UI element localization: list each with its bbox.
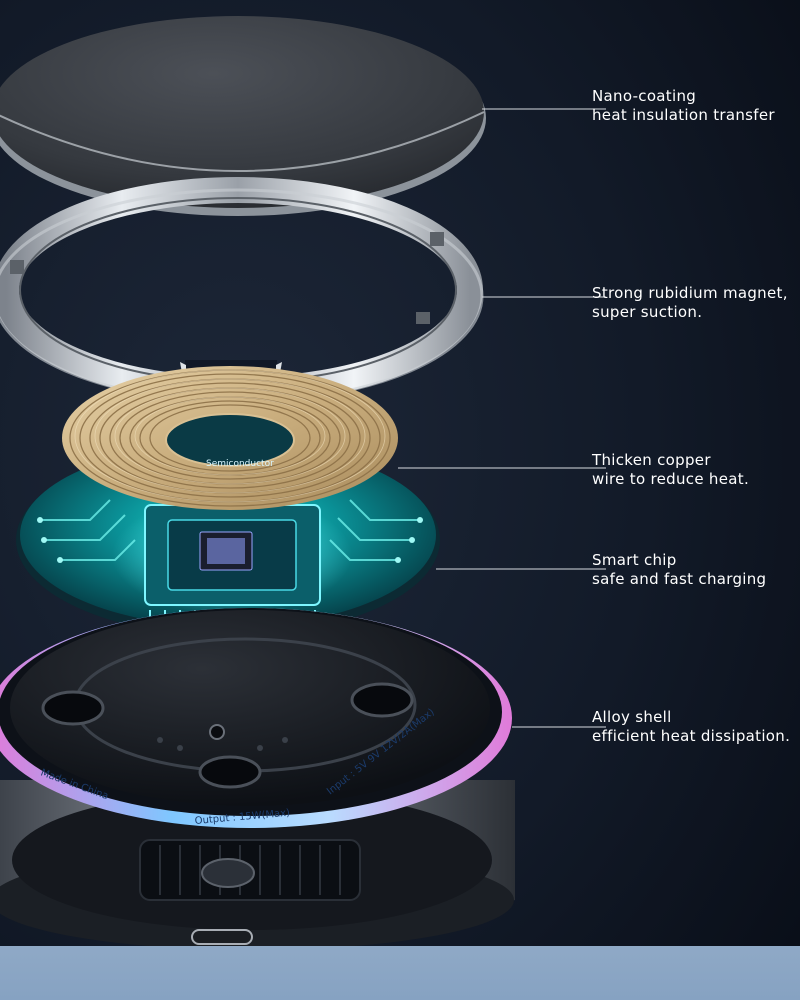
callout-magnet: Strong rubidium magnet, super suction. <box>592 284 788 322</box>
nano-coating-cover <box>0 16 486 216</box>
smart-chip <box>112 495 352 620</box>
callout-title: Alloy shell <box>592 708 672 726</box>
callout-description: safe and fast charging <box>592 570 767 588</box>
callout-description: super suction. <box>592 303 703 321</box>
callout-title: Nano-coating <box>592 87 697 105</box>
alloy-shell: Made in China Output : 15W(Max) Input : … <box>0 608 515 950</box>
callout-nano-coating: Nano-coating heat insulation transfer <box>592 87 775 125</box>
callout-description: heat insulation transfer <box>592 106 775 124</box>
callout-title: Thicken copper <box>592 451 711 469</box>
callout-description: efficient heat dissipation. <box>592 727 791 745</box>
callout-copper-coil: Thicken copper wire to reduce heat. <box>592 451 749 489</box>
callout-description: wire to reduce heat. <box>592 470 750 488</box>
bottom-color-strip <box>0 946 800 1000</box>
callout-alloy-shell: Alloy shell efficient heat dissipation. <box>592 708 790 746</box>
copper-coil: Semiconductor <box>62 366 398 510</box>
callout-smart-chip: Smart chip safe and fast charging <box>592 551 766 589</box>
usb-c-port <box>191 929 253 945</box>
callout-title: Strong rubidium magnet, <box>592 284 788 302</box>
callout-title: Smart chip <box>592 551 677 569</box>
leader-lines <box>398 108 606 728</box>
pcb-label-text: Semiconductor <box>206 459 274 469</box>
